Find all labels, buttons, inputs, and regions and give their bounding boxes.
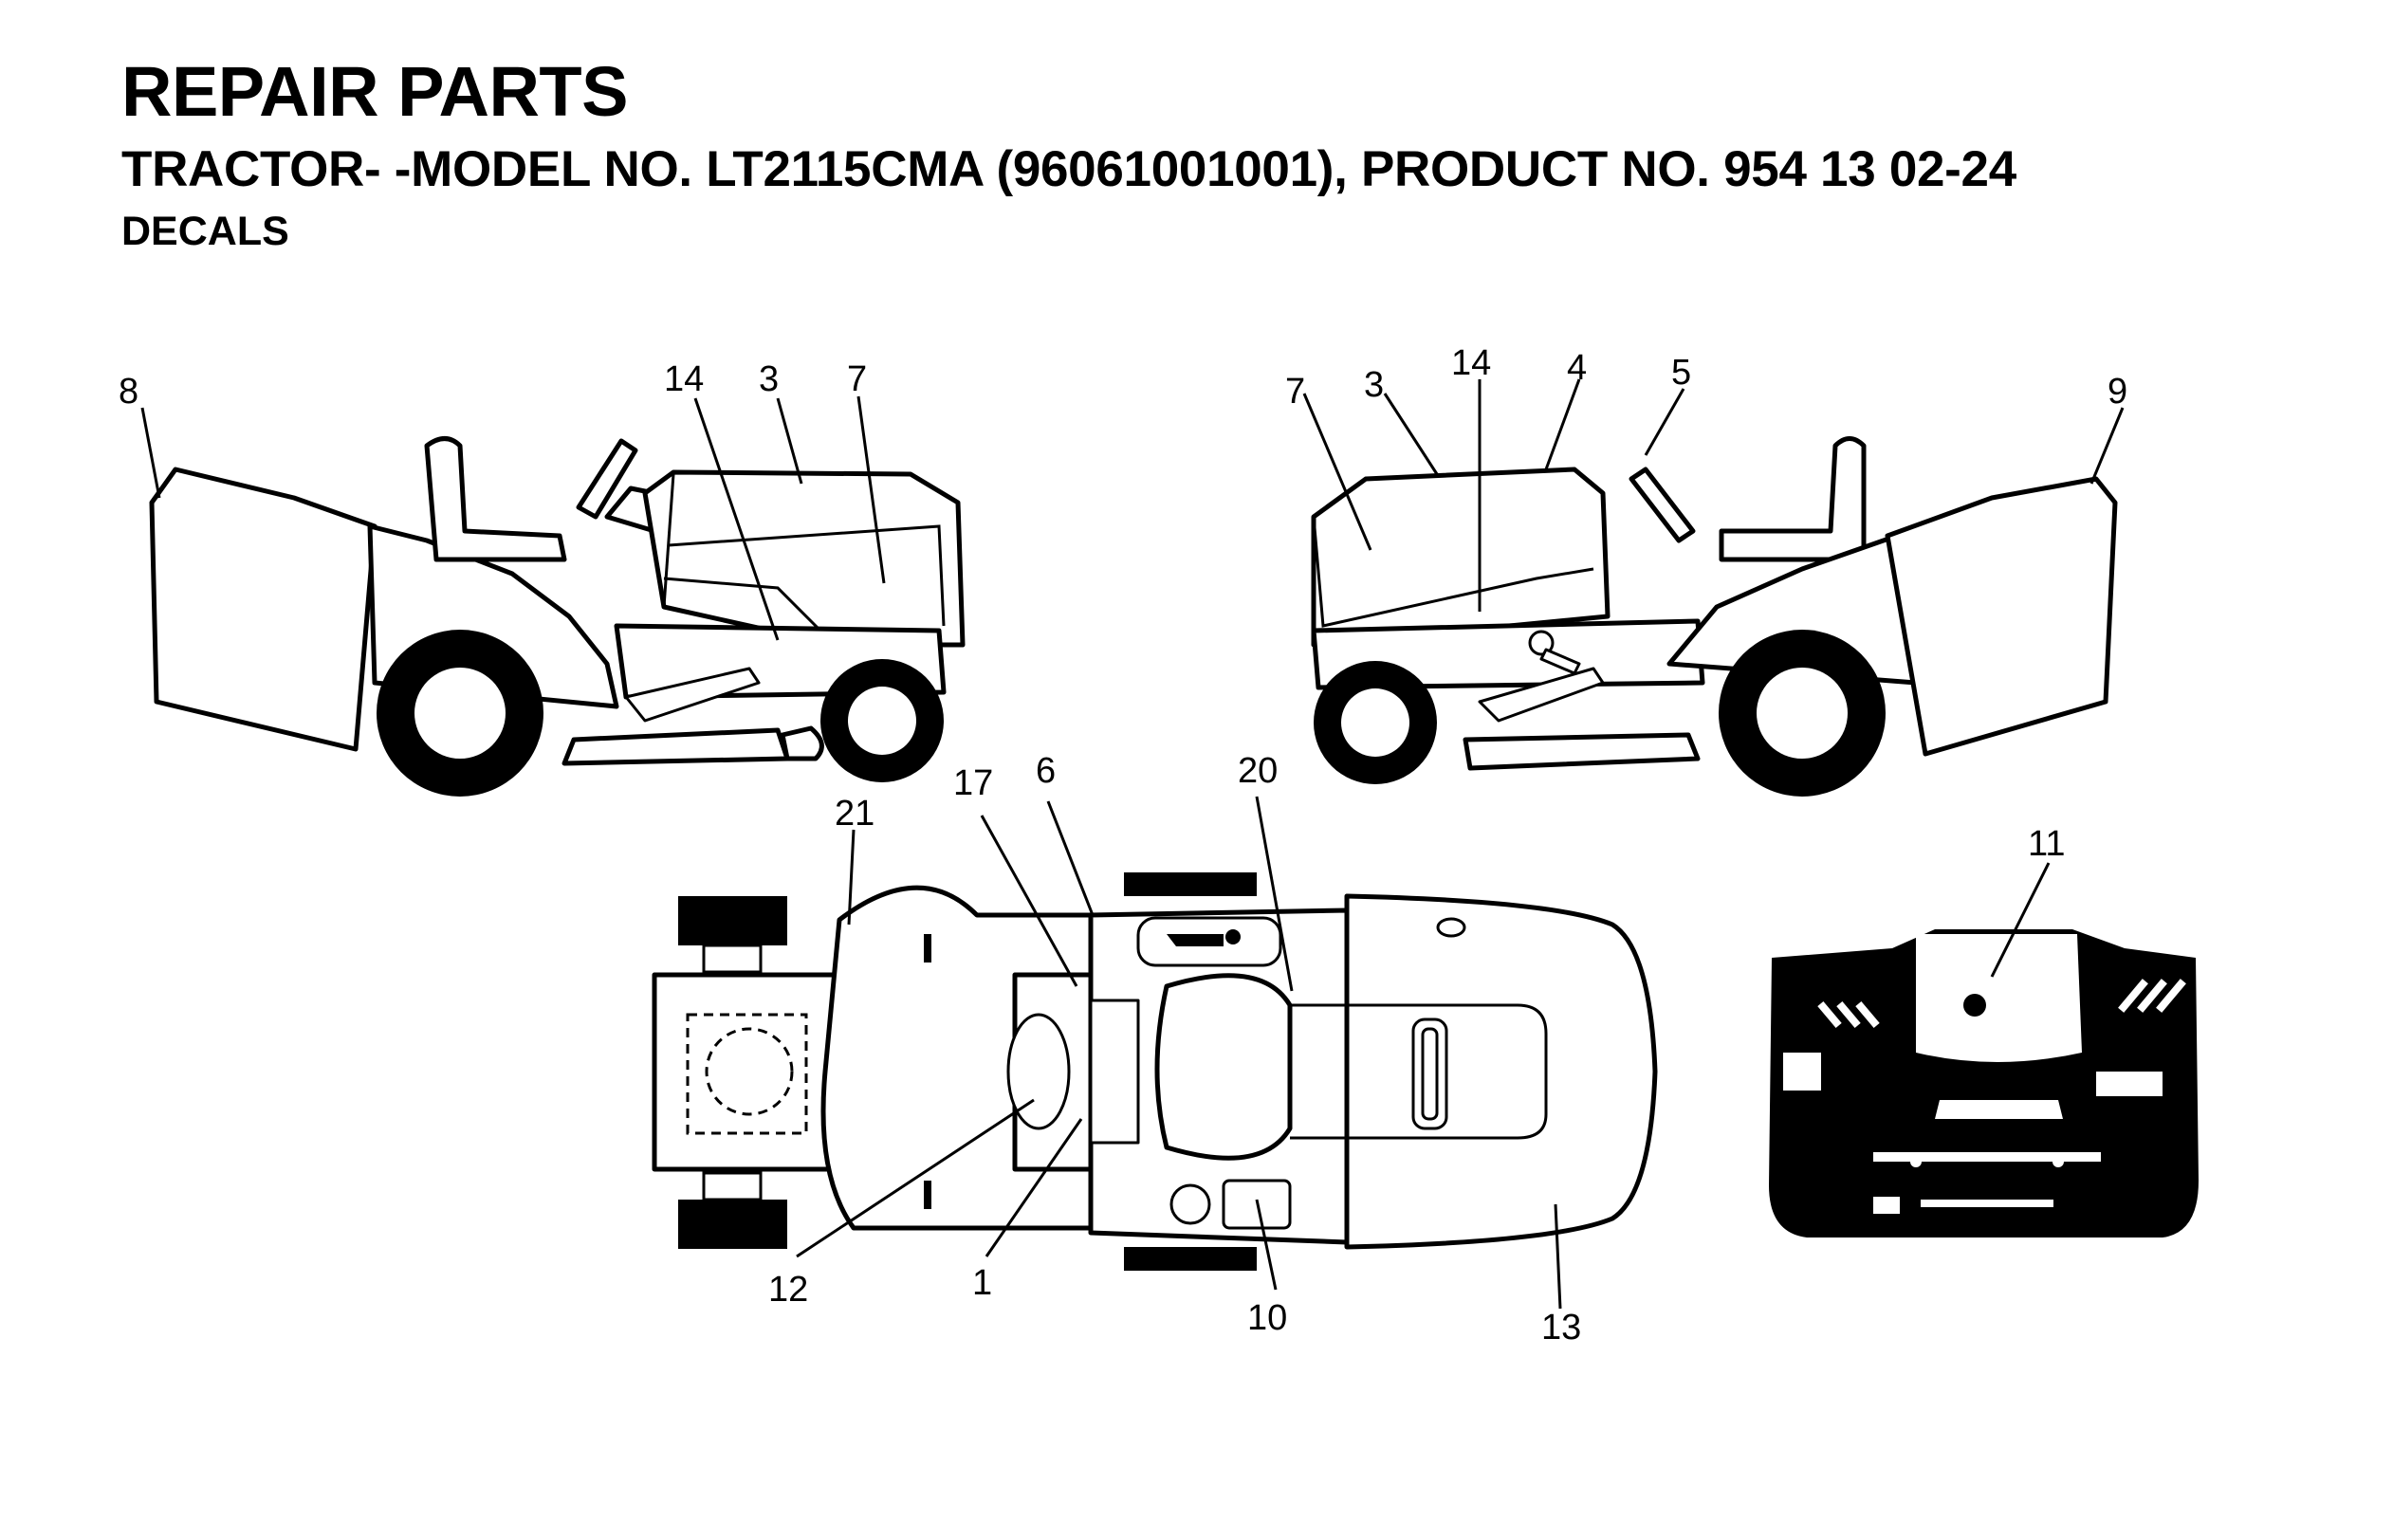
callout-3-left: 3 xyxy=(759,359,779,399)
callout-5: 5 xyxy=(1671,353,1691,393)
callout-13: 13 xyxy=(1541,1308,1581,1348)
grass-bag-right xyxy=(1885,476,2118,757)
tractor-right-side-view xyxy=(1311,436,2118,797)
callout-7-right: 7 xyxy=(1285,372,1305,412)
grass-bag-left xyxy=(149,467,377,752)
steering-wheel-left xyxy=(576,438,638,520)
seat-right xyxy=(1719,436,1867,562)
callout-4: 4 xyxy=(1567,348,1587,388)
hood-top xyxy=(1344,893,1658,1250)
callout-12: 12 xyxy=(768,1270,808,1310)
callout-7-left: 7 xyxy=(847,359,867,399)
callout-14-left: 14 xyxy=(664,359,704,399)
seat-left xyxy=(424,436,567,562)
callout-11: 11 xyxy=(2028,824,2065,864)
dash-panel-view xyxy=(1769,929,2199,1238)
mower-deck-left xyxy=(561,727,790,766)
tractor-top-view xyxy=(652,872,1658,1271)
page-title: REPAIR PARTS xyxy=(121,52,628,131)
callout-9: 9 xyxy=(2108,372,2127,412)
callout-10: 10 xyxy=(1247,1298,1287,1338)
hood-left xyxy=(642,469,966,648)
model-subtitle: TRACTOR- -MODEL NO. LT2115CMA (960610010… xyxy=(121,141,2016,197)
section-heading: DECALS xyxy=(121,209,289,254)
leader-lines xyxy=(140,378,2125,1310)
callout-1: 1 xyxy=(972,1263,992,1303)
callout-21: 21 xyxy=(835,794,874,834)
mower-deck-right xyxy=(1463,732,1701,771)
callout-numbers: 8 14 3 7 7 3 14 4 5 9 21 17 6 20 12 1 10… xyxy=(119,343,2127,1348)
callout-17: 17 xyxy=(953,763,993,803)
callout-8: 8 xyxy=(119,372,138,412)
callout-6: 6 xyxy=(1036,751,1056,791)
tractor-left-side-view xyxy=(149,436,966,797)
steering-wheel-right xyxy=(1629,467,1696,543)
callout-14-right: 14 xyxy=(1451,343,1491,383)
page-header: REPAIR PARTS TRACTOR- -MODEL NO. LT2115C… xyxy=(121,57,2016,252)
callout-20: 20 xyxy=(1238,751,1278,791)
callout-3-right: 3 xyxy=(1364,365,1384,405)
